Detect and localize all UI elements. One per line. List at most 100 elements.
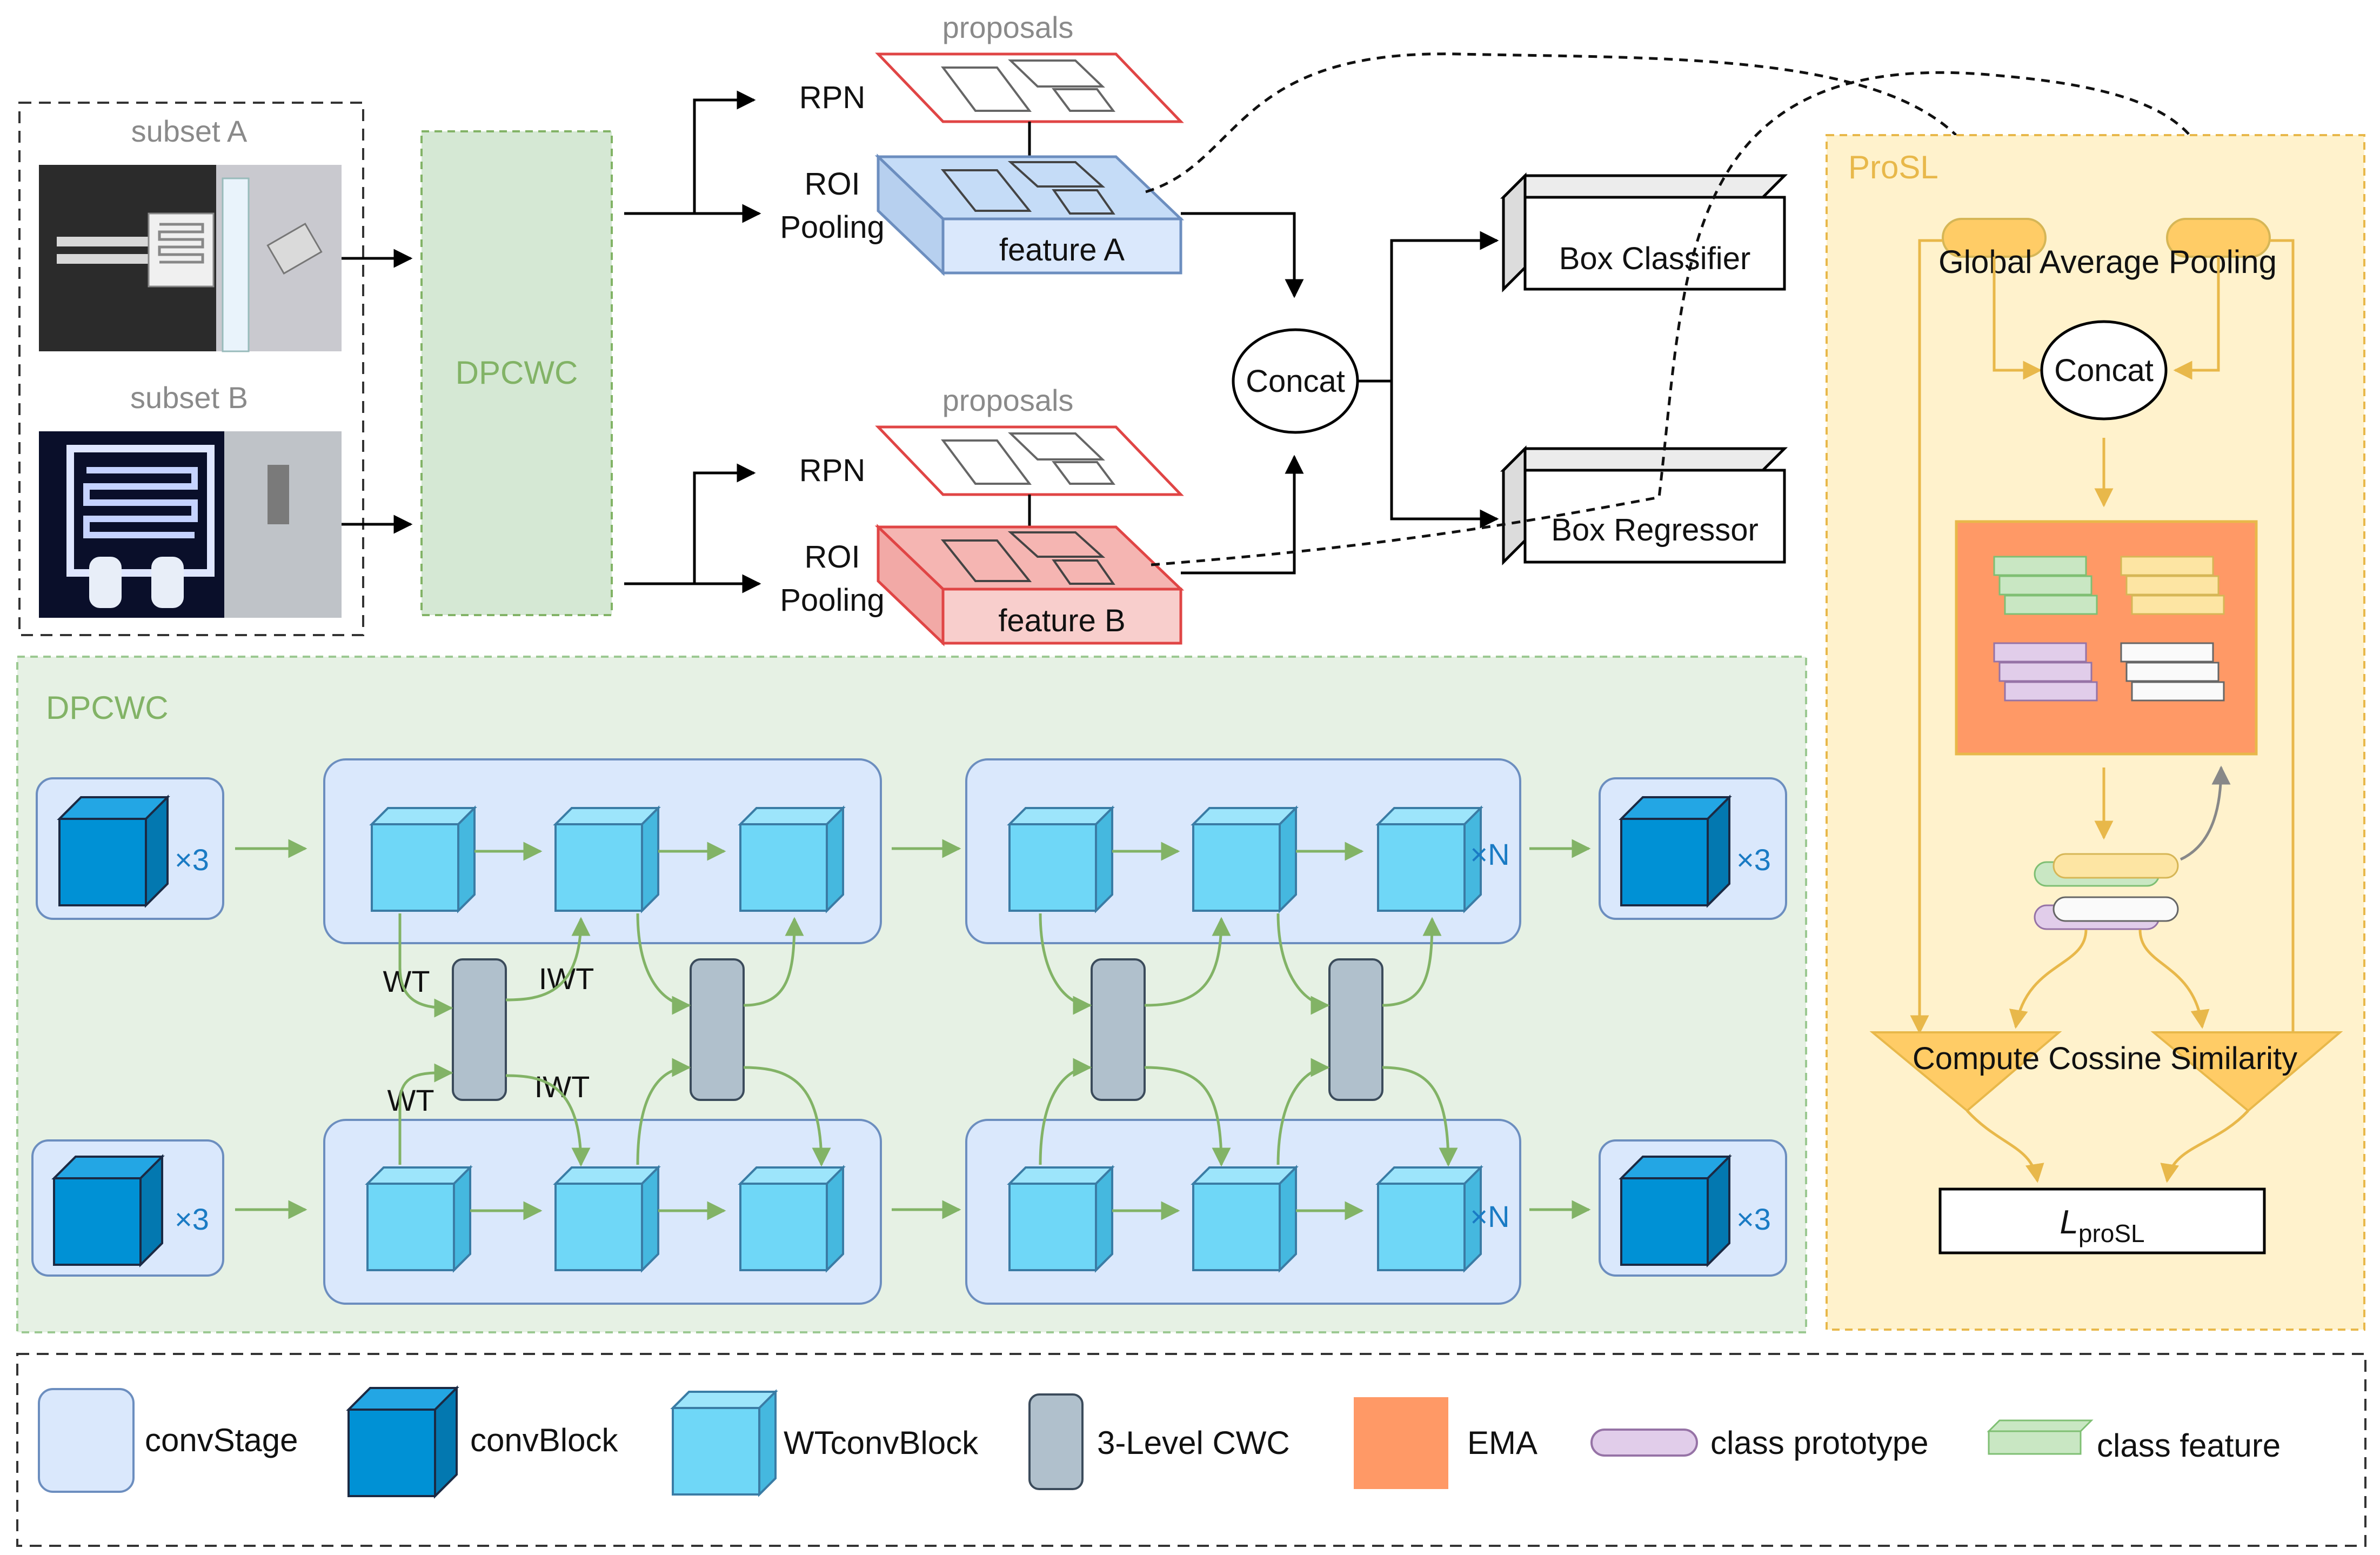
ema-white-features <box>2120 642 2225 702</box>
wt-conv-block <box>1008 807 1113 912</box>
arrow-cosine-right-to-loss <box>2160 1110 2249 1183</box>
wt-conv-block <box>1377 807 1482 912</box>
wt-conv-block <box>371 807 476 912</box>
roi-label-a-2: Pooling <box>780 210 884 245</box>
dashed-feature-a-to-gap <box>1145 52 2002 213</box>
legend-class-feature-swatch <box>1987 1419 2094 1455</box>
subset-b-label: subset B <box>130 381 248 415</box>
times3-end-bottom: ×3 <box>1736 1202 1771 1236</box>
arrow-gap-left-to-concat <box>1993 257 2042 380</box>
legend-wt-conv-block-swatch <box>672 1391 777 1496</box>
wt-conv-block <box>1192 807 1297 912</box>
box-classifier-label: Box Classifier <box>1559 241 1751 276</box>
subset-a-label: subset A <box>131 114 248 148</box>
wt-conv-block <box>554 807 659 912</box>
box-regressor-label: Box Regressor <box>1551 512 1759 548</box>
legend-ema: EMA <box>1467 1425 1537 1461</box>
ema-green-features <box>1993 556 2098 615</box>
legend-class-prototype: class prototype <box>1710 1425 1929 1461</box>
dpcwc-panel-title: DPCWC <box>46 690 169 726</box>
feature-b-label: feature B <box>998 603 1125 638</box>
roi-label-b-2: Pooling <box>780 583 884 618</box>
dpcwc-block <box>420 130 613 616</box>
arrow-to-box-classifier <box>1358 231 1499 383</box>
feature-a-block <box>874 154 1185 276</box>
subset-b-image <box>39 431 342 618</box>
cosine-triangle-left <box>1869 1031 2062 1112</box>
times3-end-top: ×3 <box>1736 843 1771 877</box>
legend-class-prototype-swatch <box>1590 1429 1698 1457</box>
wt-conv-block <box>1008 1166 1113 1271</box>
legend-conv-stage-swatch <box>38 1388 135 1493</box>
conv-block-start-bottom <box>53 1156 163 1266</box>
line-right-to-cosine <box>2270 239 2295 1032</box>
rpn-label-b: RPN <box>799 453 865 488</box>
proposals-label-a: proposals <box>942 10 1074 44</box>
timesN-top: ×N <box>1470 837 1509 871</box>
dashed-feature-b-to-gap <box>1151 71 2224 566</box>
arrow-to-box-regressor <box>1390 381 1499 529</box>
ema-yellow-features <box>2120 556 2225 615</box>
arrow-cosine-left-to-loss <box>1966 1110 2044 1183</box>
proposals-plane-b <box>875 425 1184 496</box>
wt-label-bottom: WT <box>387 1083 434 1117</box>
conv-block-end-top <box>1620 796 1730 906</box>
cosine-label: Compute Cossine Similarity <box>1913 1041 2297 1076</box>
cwc-bar-3 <box>1091 958 1146 1101</box>
loss-box <box>1938 1187 2266 1254</box>
cosine-triangle-right <box>2150 1031 2343 1112</box>
prosl-concat-label: Concat <box>2054 353 2154 388</box>
arrow-gap-right-to-concat <box>2173 257 2220 380</box>
wt-conv-block <box>554 1166 659 1271</box>
wt-conv-block <box>739 807 844 912</box>
cwc-bar-1 <box>452 958 507 1101</box>
cwc-connections <box>398 913 1458 1167</box>
gap-label: Global Average Pooling <box>1938 244 2277 280</box>
arrow-to-rpn-a <box>624 90 756 215</box>
legend-cwc: 3-Level CWC <box>1097 1425 1290 1461</box>
proposals-plane-a <box>875 52 1184 123</box>
loss-label: LproSL <box>2060 1204 2144 1247</box>
arrow-proto-to-cosine-right <box>2138 929 2210 1029</box>
rpn-label-a: RPN <box>799 80 865 115</box>
legend-cwc-swatch <box>1028 1393 1084 1490</box>
arrow-feature-b-to-concat <box>1181 455 1304 575</box>
roi-label-b-1: ROI <box>804 539 860 575</box>
wt-conv-block <box>366 1166 471 1271</box>
legend-ema-swatch <box>1354 1397 1448 1489</box>
wt-conv-block <box>739 1166 844 1271</box>
times3-start-top: ×3 <box>175 843 209 877</box>
prosl-concat-node <box>2040 320 2168 421</box>
iwt-label-bottom: IWT <box>534 1070 590 1104</box>
timesN-bottom: ×N <box>1470 1199 1509 1233</box>
legend-wt-conv-block: WTconvBlock <box>784 1425 979 1461</box>
subset-a-image <box>39 165 342 352</box>
feature-b-block <box>874 524 1185 646</box>
conv-block-start-top <box>58 796 169 906</box>
input-subsets-frame <box>18 102 364 636</box>
cwc-bar-4 <box>1328 958 1383 1101</box>
dpcwc-block-label: DPCWC <box>456 355 578 391</box>
concat-label: Concat <box>1246 364 1345 399</box>
legend-conv-stage: convStage <box>145 1422 298 1458</box>
feature-a-label: feature A <box>999 232 1125 268</box>
wt-conv-block <box>1192 1166 1297 1271</box>
times3-start-bottom: ×3 <box>175 1202 209 1236</box>
arrow-proto-to-cosine-left <box>2009 929 2088 1029</box>
legend-conv-block-swatch <box>347 1387 458 1497</box>
legend-conv-block: convBlock <box>470 1422 618 1458</box>
legend-class-feature: class feature <box>2097 1427 2281 1464</box>
wt-conv-block <box>1377 1166 1482 1271</box>
class-prototype-stack <box>2034 853 2179 930</box>
roi-label-a-1: ROI <box>804 166 860 202</box>
line-left-to-cosine <box>1910 239 1943 1035</box>
arrow-prototypes-to-ema <box>2180 765 2231 861</box>
cwc-bar-2 <box>690 958 745 1101</box>
arrow-to-rpn-b <box>624 463 756 585</box>
box-regressor <box>1500 445 1788 566</box>
box-classifier <box>1500 172 1788 293</box>
proposals-label-b: proposals <box>942 383 1074 417</box>
arrow-feature-a-to-concat <box>1181 212 1304 298</box>
dpcwc-panel <box>16 656 1807 1333</box>
